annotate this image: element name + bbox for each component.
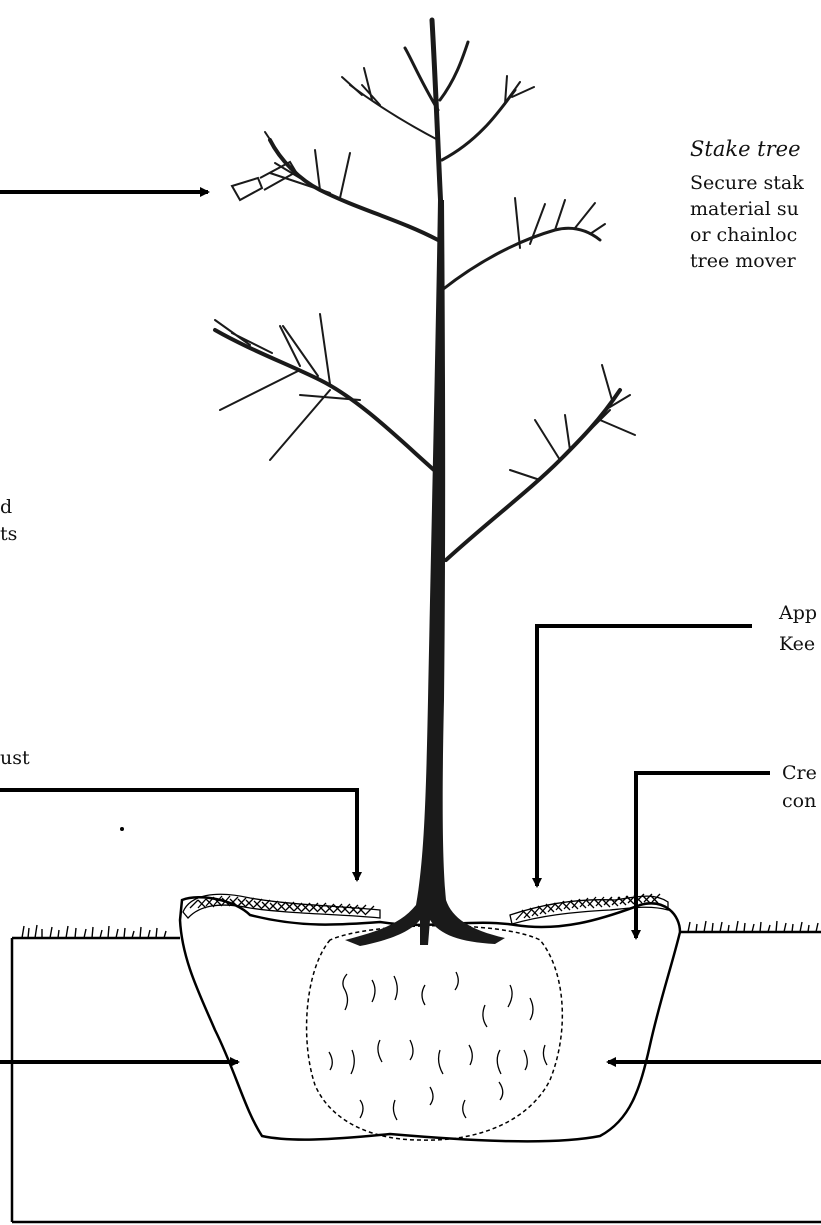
stake-tree-title: Stake tree xyxy=(690,136,801,162)
stake-tree-line: tree mover xyxy=(690,248,804,274)
tree xyxy=(215,20,635,946)
speck xyxy=(120,827,124,831)
stake-tree-line: material su xyxy=(690,196,804,222)
stake-tree-line: or chainloc xyxy=(690,222,804,248)
left-label-fragment: ts xyxy=(0,521,17,547)
left-label-fragment: ust xyxy=(0,745,30,771)
soil-cross-section xyxy=(12,932,821,1222)
right-label-fragment: con xyxy=(782,788,816,814)
stake-tree-text: Secure stak material su or chainloc tree… xyxy=(690,170,804,274)
arrow-mulch-right xyxy=(537,626,752,886)
left-label-fragment: d xyxy=(0,494,12,520)
right-label-fragment: Cre xyxy=(782,760,817,786)
pruned-branch-stub xyxy=(232,162,296,200)
arrow-mulch-left xyxy=(0,790,357,880)
arrow-hole-edge xyxy=(636,773,770,938)
right-label-fragment: App xyxy=(779,600,817,626)
stake-tree-line: Secure stak xyxy=(690,170,804,196)
root-ball xyxy=(307,926,563,1140)
tree-trunk xyxy=(345,200,505,946)
tree-branches xyxy=(215,20,635,560)
right-label-fragment: Kee xyxy=(779,631,815,657)
